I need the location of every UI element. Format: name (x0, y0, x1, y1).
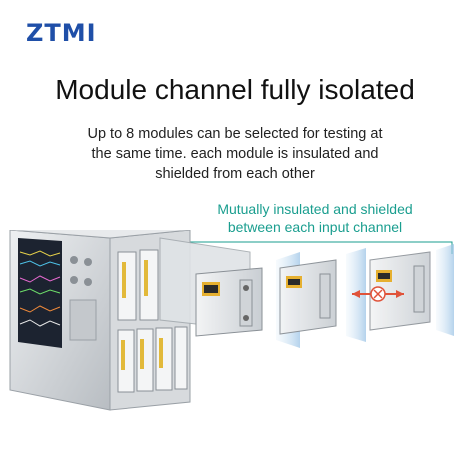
brand-name: ZTMI (26, 19, 97, 47)
module-card-2 (279, 259, 337, 335)
description: Up to 8 modules can be selected for test… (40, 124, 430, 184)
isolation-callout: Mutually insulated and shielded between … (180, 200, 450, 236)
brand-logo: ZTMI (26, 19, 97, 47)
callout-line-1: Mutually insulated and shielded (217, 201, 413, 217)
isolation-shield-3 (436, 244, 454, 336)
page-title: Module channel fully isolated (55, 74, 415, 105)
no-connection-icon (352, 286, 404, 302)
description-line-2: the same time. each module is insulated … (91, 146, 379, 162)
extracted-module-card (195, 267, 263, 337)
description-line-3: shielded from each other (155, 166, 315, 182)
product-illustration (9, 230, 454, 411)
module-card-3 (369, 251, 431, 331)
screen-waveforms (19, 250, 61, 327)
description-line-1: Up to 8 modules can be selected for test… (87, 126, 383, 142)
module-bays (117, 249, 188, 393)
callout-line-2: between each input channel (227, 219, 403, 235)
